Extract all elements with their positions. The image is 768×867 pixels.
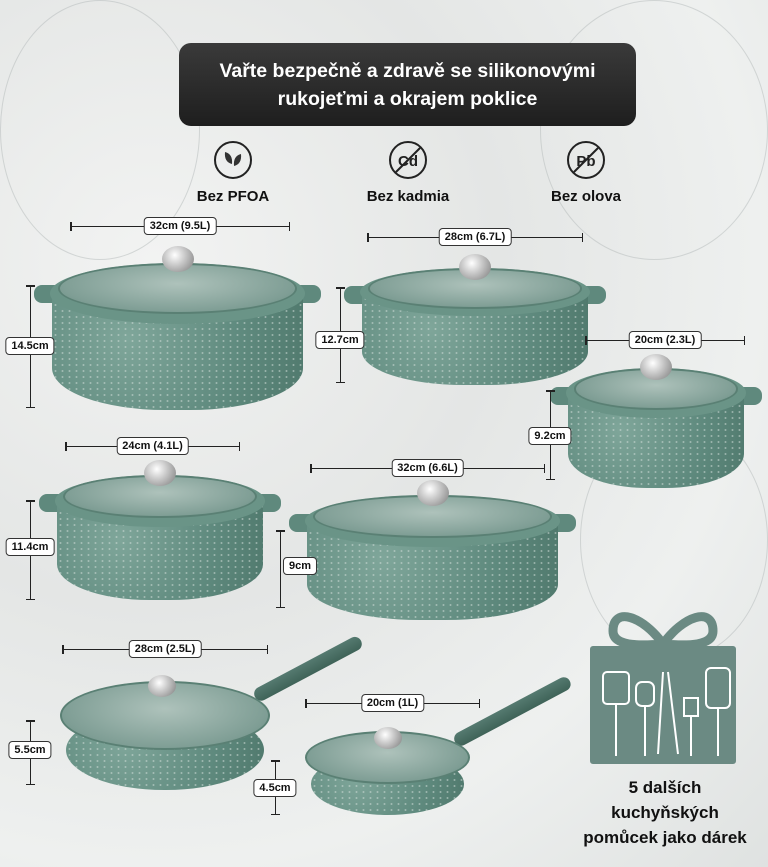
- feature-lead-free: Pb Bez olova: [516, 140, 656, 205]
- feature-pfoa-free: Bez PFOA: [163, 140, 303, 205]
- no-lead-icon: Pb: [567, 141, 605, 179]
- no-cadmium-icon: Cd: [389, 141, 427, 179]
- width-label: 32cm (6.6L): [391, 459, 464, 477]
- lid-knob: [374, 727, 403, 749]
- width-label: 28cm (2.5L): [128, 640, 202, 658]
- gift-caption-line-3: pomůcek jako dárek: [583, 828, 747, 847]
- lid-knob: [459, 254, 491, 280]
- height-dimension-line: [276, 530, 285, 608]
- lid-knob: [416, 480, 449, 506]
- height-label: 4.5cm: [253, 779, 297, 797]
- lid-knob: [640, 354, 672, 380]
- width-label: 20cm (2.3L): [628, 331, 702, 349]
- gift-caption: 5 dalších kuchyňských pomůcek jako dárek: [565, 775, 765, 850]
- pan-handle: [451, 674, 574, 749]
- lid-knob: [148, 675, 177, 697]
- headline-line-2: rukojeťmi a okrajem poklice: [277, 87, 538, 110]
- width-label: 32cm (9.5L): [143, 217, 217, 235]
- leaf-icon: [214, 141, 252, 179]
- width-label: 28cm (6.7L): [438, 228, 512, 246]
- background-arc: [540, 0, 768, 260]
- height-label: 9cm: [282, 557, 318, 575]
- lid-knob: [144, 460, 176, 486]
- headline-line-1: Vařte bezpečně a zdravě se silikonovými: [219, 59, 596, 82]
- gift-caption-line-1: 5 dalších: [628, 778, 702, 797]
- pan-handle: [251, 634, 365, 704]
- background-arc: [0, 0, 200, 260]
- feature-cadmium-free: Cd Bez kadmia: [338, 140, 478, 205]
- gift-caption-line-2: kuchyňských: [611, 803, 719, 822]
- height-label: 12.7cm: [315, 331, 365, 349]
- lid-knob: [161, 246, 194, 272]
- gift-icon: [588, 606, 738, 771]
- headline-banner: Vařte bezpečně a zdravě se silikonovými …: [179, 43, 636, 126]
- width-label: 20cm (1L): [360, 694, 425, 712]
- height-label: 14.5cm: [5, 337, 55, 355]
- height-label: 9.2cm: [528, 427, 572, 445]
- feature-label: Bez kadmia: [366, 188, 450, 205]
- width-label: 24cm (4.1L): [116, 437, 189, 455]
- height-label: 5.5cm: [8, 741, 52, 759]
- height-label: 11.4cm: [5, 538, 55, 556]
- feature-label: Bez olova: [550, 188, 622, 205]
- feature-label: Bez PFOA: [196, 188, 270, 205]
